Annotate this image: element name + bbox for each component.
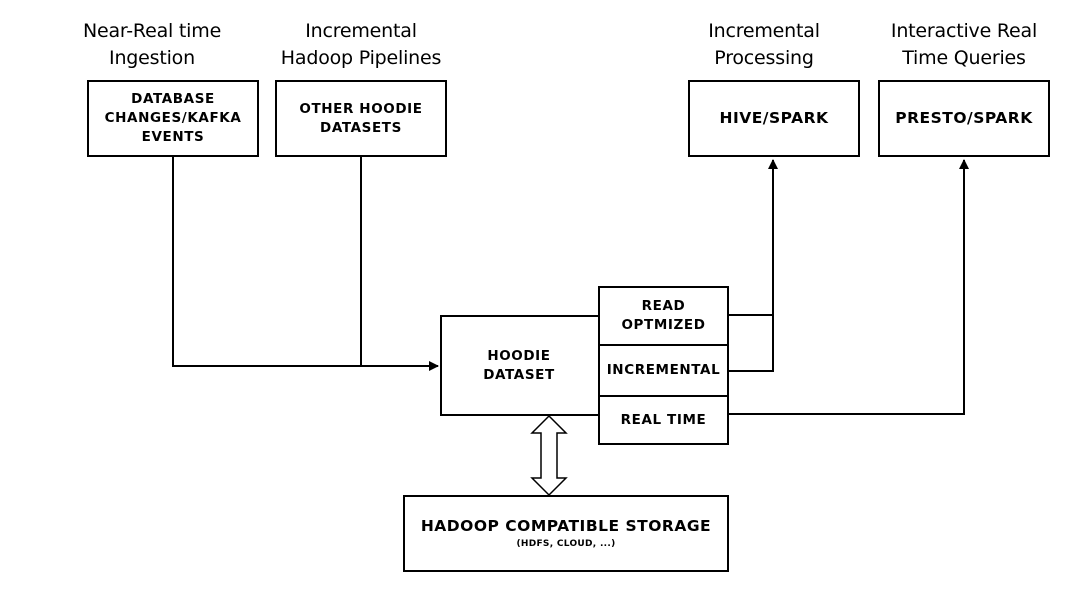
processing-caption-line-1: Incremental xyxy=(708,20,820,42)
database-changes-box: DATABASE CHANGES/KAFKA EVENTS xyxy=(87,80,259,157)
hoodie-dataset-line-2: DATASET xyxy=(483,366,555,383)
hoodie-dataset-label: HOODIE DATASET xyxy=(483,347,555,385)
ingestion-connector xyxy=(172,156,361,367)
processing-caption-line-2: Processing xyxy=(714,47,814,69)
presto-spark-box: PRESTO/SPARK xyxy=(878,80,1050,157)
other-hoodie-datasets-label: OTHER HOODIE DATASETS xyxy=(299,100,422,138)
database-label-line-2: CHANGES/KAFKA xyxy=(104,110,242,126)
read-optimized-view: READ OPTMIZED xyxy=(600,288,727,346)
read-optimized-line-2: OPTMIZED xyxy=(621,317,706,333)
hoodie-dataset-box: HOODIE DATASET xyxy=(440,315,600,416)
pipelines-caption-line-2: Hadoop Pipelines xyxy=(280,47,442,69)
realtime-arrow xyxy=(729,159,969,415)
database-changes-label: DATABASE CHANGES/KAFKA EVENTS xyxy=(105,90,242,147)
presto-spark-label: PRESTO/SPARK xyxy=(895,109,1033,127)
storage-double-arrow xyxy=(530,414,568,497)
queries-caption: Interactive Real Time Queries xyxy=(874,18,1054,72)
incremental-view: INCREMENTAL xyxy=(600,346,727,397)
other-label-line-2: DATASETS xyxy=(320,119,402,136)
incremental-label: INCREMENTAL xyxy=(606,362,721,378)
database-label-line-3: EVENTS xyxy=(141,129,205,145)
ingestion-caption-line-2: Ingestion xyxy=(109,47,195,69)
pipelines-caption-line-1: Incremental xyxy=(305,20,417,42)
database-label-line-1: DATABASE xyxy=(131,91,215,107)
hoodie-dataset-line-1: HOODIE xyxy=(487,347,551,364)
ingestion-caption: Near-Real time Ingestion xyxy=(62,18,242,72)
real-time-view: REAL TIME xyxy=(600,397,727,443)
read-optimized-label: READ OPTMIZED xyxy=(621,297,705,335)
hadoop-storage-box: HADOOP COMPATIBLE STORAGE (HDFS, CLOUD, … xyxy=(403,495,729,572)
view-stack: READ OPTMIZED INCREMENTAL REAL TIME xyxy=(598,286,729,445)
processing-caption: Incremental Processing xyxy=(674,18,854,72)
incremental-connector xyxy=(729,315,774,372)
read-optimized-line-1: READ xyxy=(641,298,686,314)
hadoop-storage-title: HADOOP COMPATIBLE STORAGE xyxy=(420,517,712,535)
other-hoodie-datasets-box: OTHER HOODIE DATASETS xyxy=(275,80,447,157)
pipelines-caption: Incremental Hadoop Pipelines xyxy=(271,18,451,72)
hadoop-storage-label: HADOOP COMPATIBLE STORAGE (HDFS, CLOUD, … xyxy=(421,517,711,550)
real-time-label: REAL TIME xyxy=(620,411,707,428)
hive-spark-box: HIVE/SPARK xyxy=(688,80,860,157)
hadoop-storage-subtitle: (HDFS, CLOUD, ...) xyxy=(516,539,616,549)
ingestion-caption-line-1: Near-Real time xyxy=(82,20,222,42)
other-label-line-1: OTHER HOODIE xyxy=(299,100,423,117)
hive-spark-label: HIVE/SPARK xyxy=(719,109,829,127)
queries-caption-line-1: Interactive Real xyxy=(890,20,1038,42)
queries-caption-line-2: Time Queries xyxy=(902,47,1026,69)
